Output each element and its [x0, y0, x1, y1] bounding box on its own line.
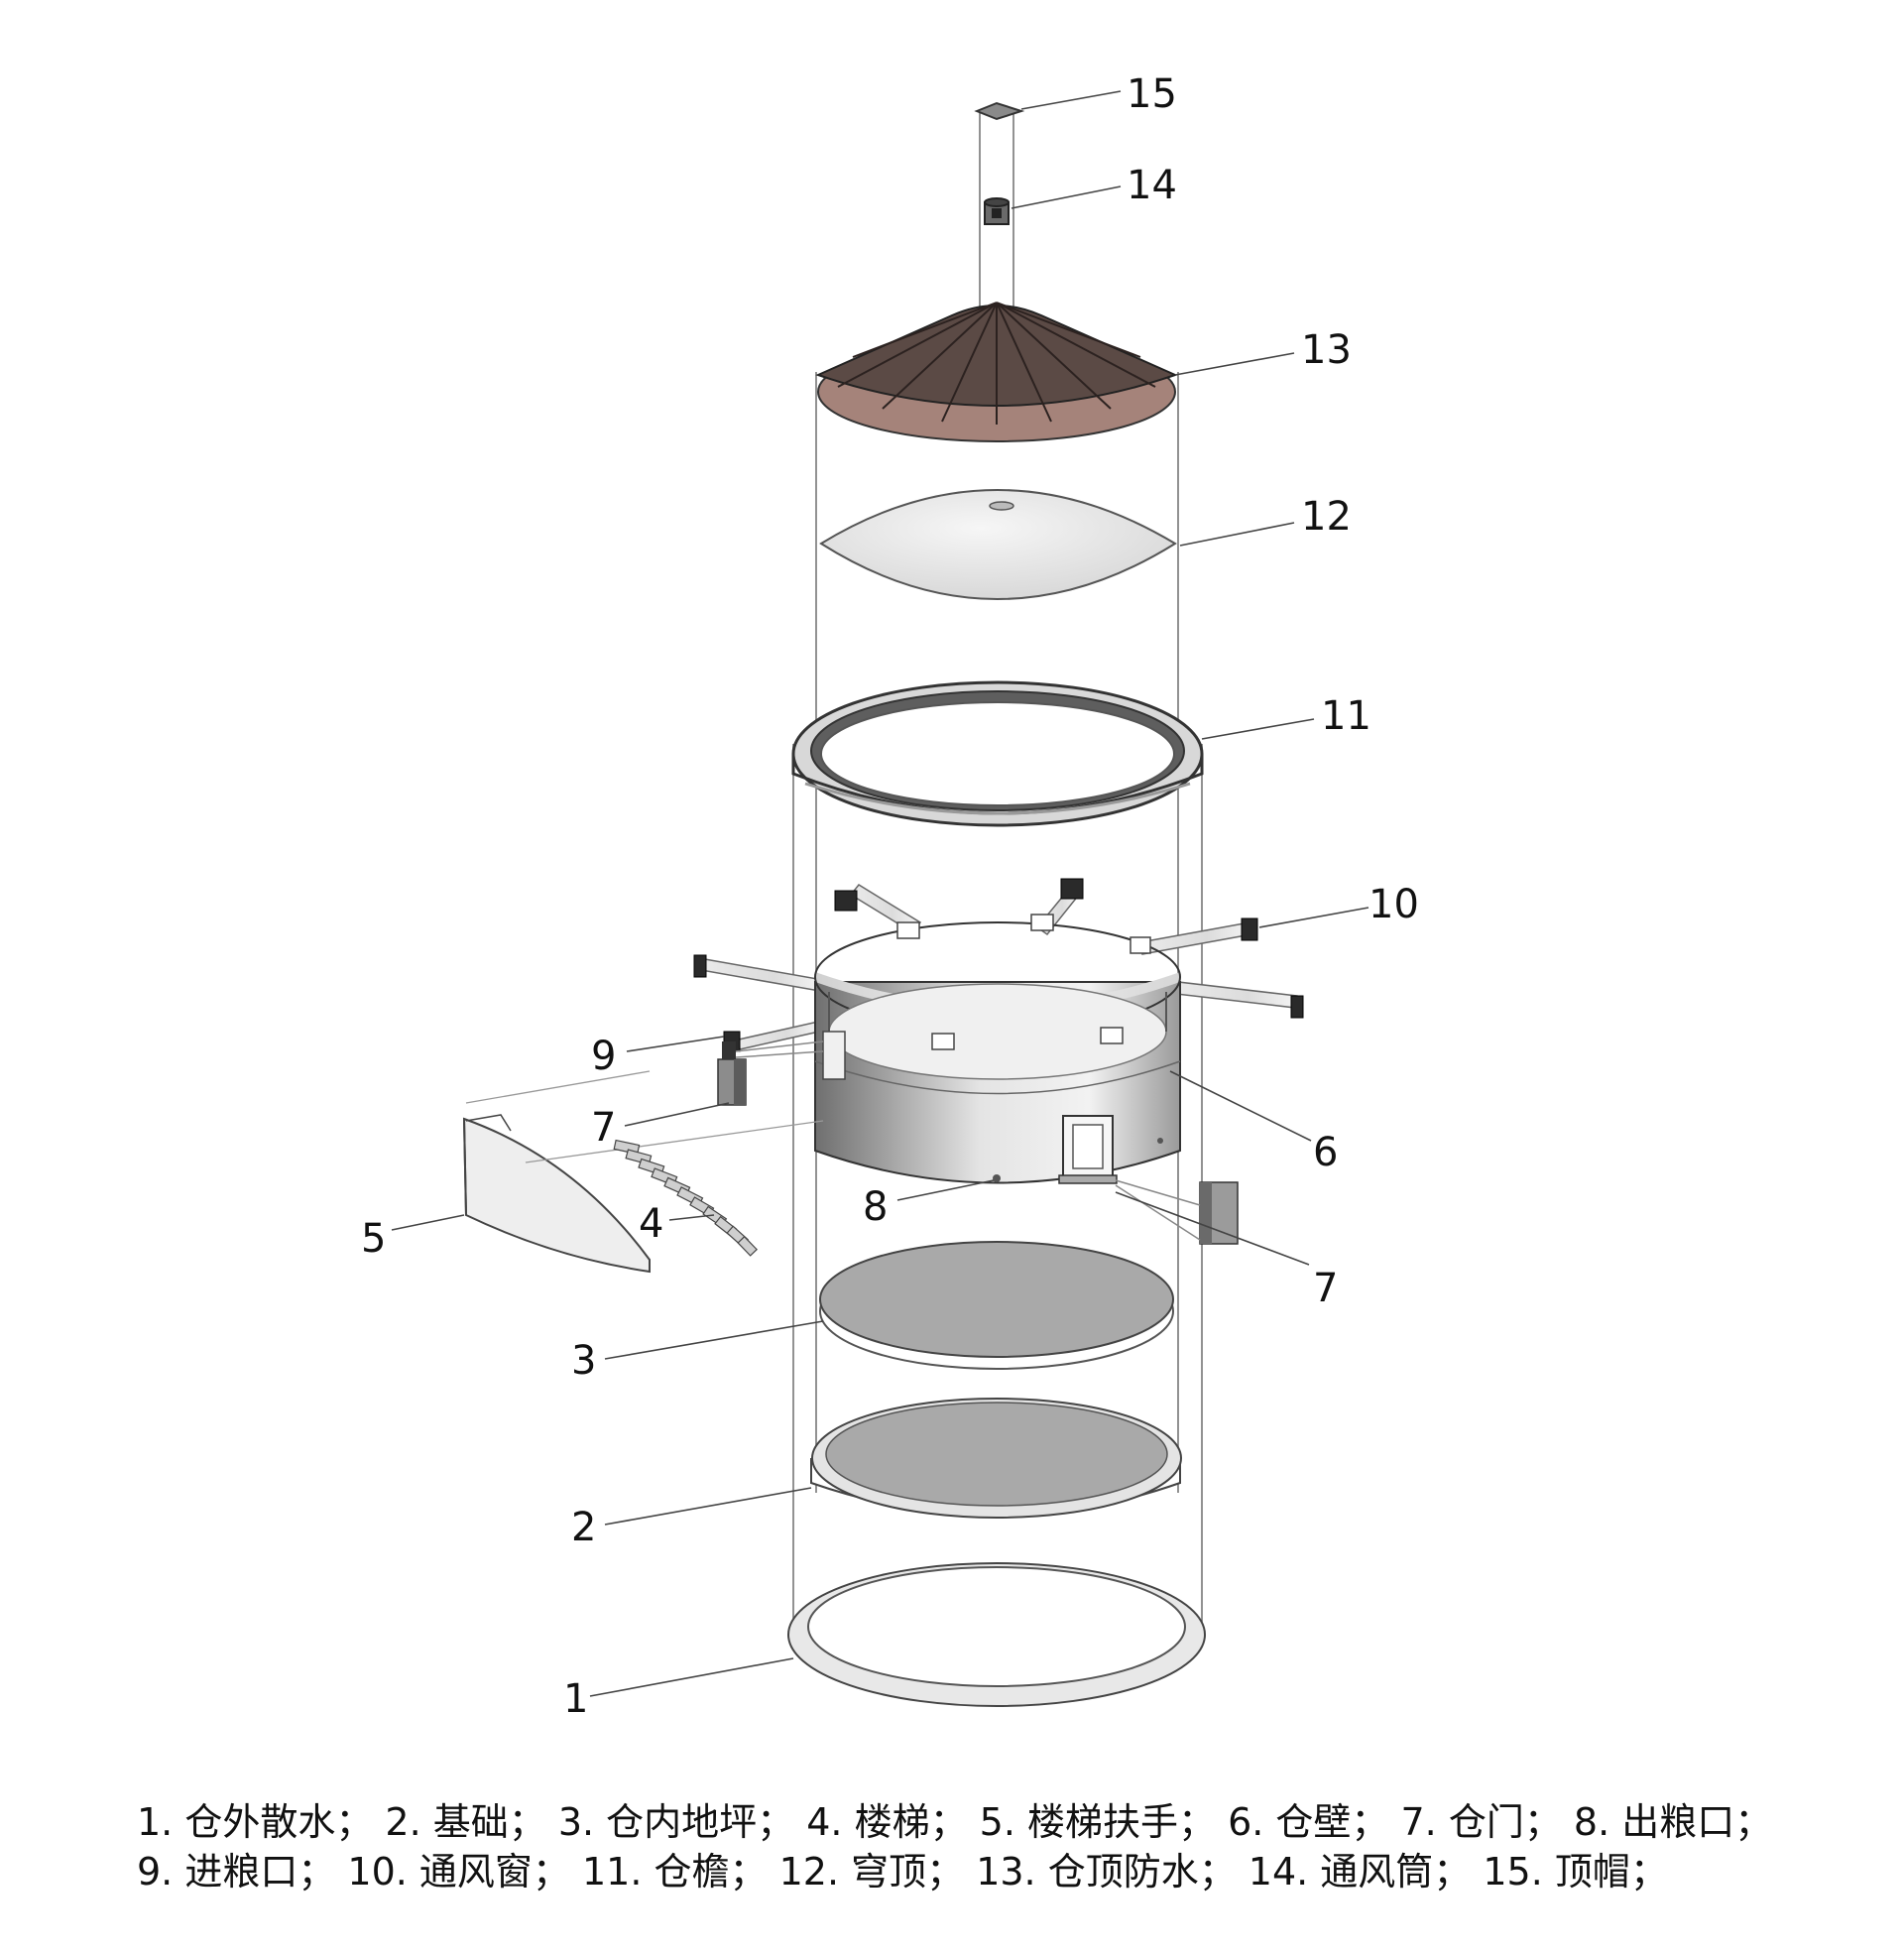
stairs — [613, 1139, 758, 1257]
label-7-left: 7 — [591, 1105, 616, 1151]
grain-inlet — [722, 1040, 824, 1063]
vent-pipe — [984, 197, 1010, 225]
label-9: 9 — [591, 1034, 616, 1079]
granary-wall — [814, 914, 1181, 1184]
label-11: 11 — [1321, 693, 1371, 739]
label-1: 1 — [563, 1676, 588, 1722]
legend-line-2: 9. 进粮口； 10. 通风窗； 11. 仓檐； 12. 穹顶； 13. 仓顶防… — [137, 1850, 1668, 1894]
label-8: 8 — [863, 1184, 888, 1230]
stair-handrail — [462, 1070, 824, 1274]
legend-line-1: 1. 仓外散水； 2. 基础； 3. 仓内地坪； 4. 楼梯； 5. 楼梯扶手；… — [137, 1800, 1773, 1844]
legend-caption: 1. 仓外散水； 2. 基础； 3. 仓内地坪； 4. 楼梯； 5. 楼梯扶手；… — [137, 1797, 1882, 1896]
label-15: 15 — [1127, 71, 1177, 117]
label-14: 14 — [1127, 163, 1177, 208]
vent-cap — [974, 101, 1025, 121]
part-labels: 15 14 13 12 11 10 9 7 6 5 4 8 7 3 2 1 — [361, 71, 1419, 1722]
label-6: 6 — [1313, 1130, 1338, 1175]
label-13: 13 — [1301, 327, 1352, 373]
foundation — [810, 1398, 1182, 1519]
label-3: 3 — [571, 1338, 596, 1384]
label-12: 12 — [1301, 494, 1352, 540]
granary-eave — [791, 680, 1204, 827]
dome — [819, 489, 1177, 600]
label-5: 5 — [361, 1216, 386, 1262]
apron — [787, 1562, 1206, 1707]
label-4: 4 — [639, 1201, 663, 1247]
leader-lines — [391, 90, 1369, 1697]
assembly-guides — [792, 111, 1203, 1627]
roof-waterproofing — [815, 302, 1178, 442]
label-7-right: 7 — [1313, 1266, 1338, 1311]
granary-door-left — [717, 1058, 747, 1106]
label-10: 10 — [1368, 882, 1419, 927]
exploded-granary-diagram: 15 14 13 12 11 10 9 7 6 5 4 8 7 3 2 1 — [361, 71, 1419, 1722]
granary-door-right — [1115, 1179, 1239, 1245]
label-2: 2 — [571, 1505, 596, 1550]
interior-floor — [819, 1241, 1174, 1370]
